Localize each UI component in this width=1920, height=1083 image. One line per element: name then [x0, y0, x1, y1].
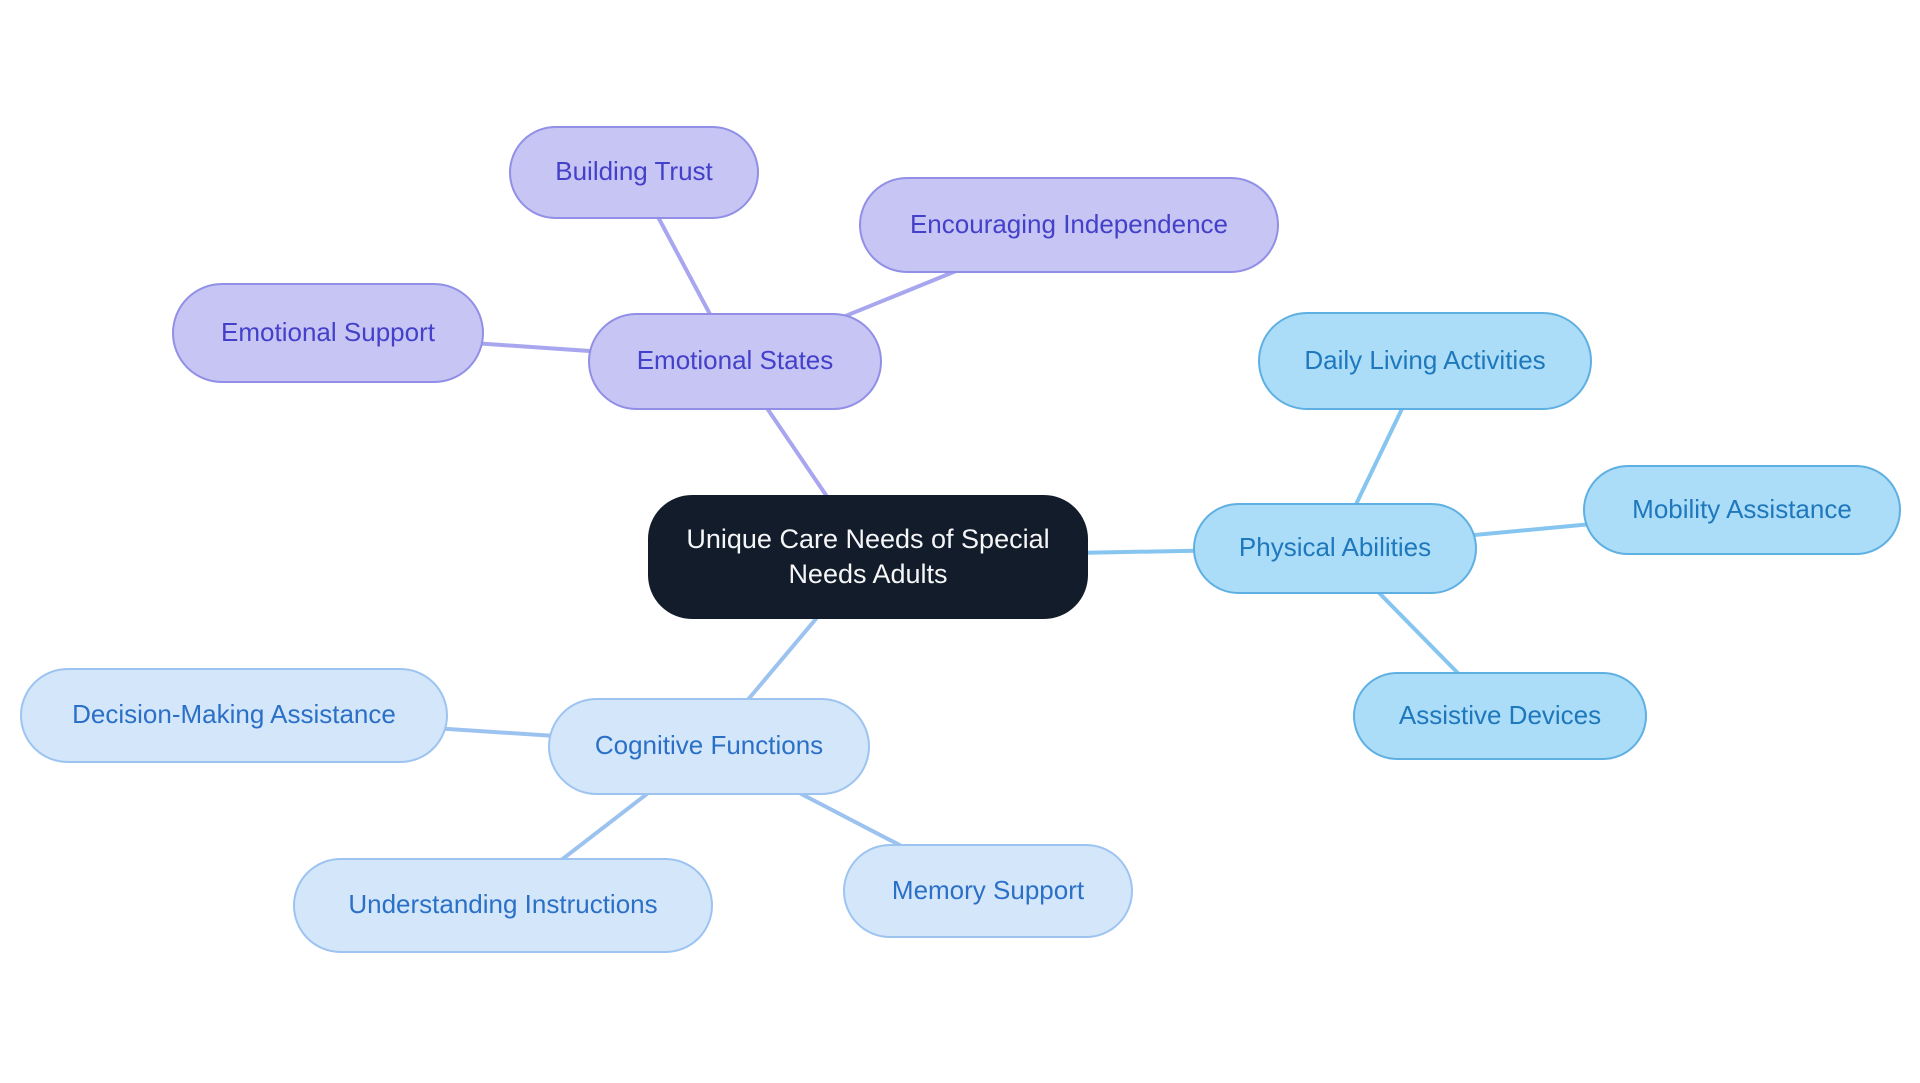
node-emotional-support[interactable]: Emotional Support [172, 283, 484, 383]
node-decision-making-assistance[interactable]: Decision-Making Assistance [20, 667, 448, 763]
node-mobility-assistance[interactable]: Mobility Assistance [1583, 465, 1901, 555]
node-understanding-instructions[interactable]: Understanding Instructions [293, 857, 713, 953]
node-cognitive-functions[interactable]: Cognitive Functions [548, 697, 870, 795]
node-building-trust[interactable]: Building Trust [509, 125, 759, 219]
node-encouraging-independence[interactable]: Encouraging Independence [859, 177, 1279, 273]
node-memory-support[interactable]: Memory Support [843, 844, 1133, 938]
node-physical-abilities[interactable]: Physical Abilities [1193, 502, 1477, 594]
node-root[interactable]: Unique Care Needs of Special Needs Adult… [648, 495, 1088, 619]
node-daily-living-activities[interactable]: Daily Living Activities [1258, 312, 1592, 410]
node-emotional-states[interactable]: Emotional States [588, 312, 882, 410]
node-assistive-devices[interactable]: Assistive Devices [1353, 672, 1647, 760]
